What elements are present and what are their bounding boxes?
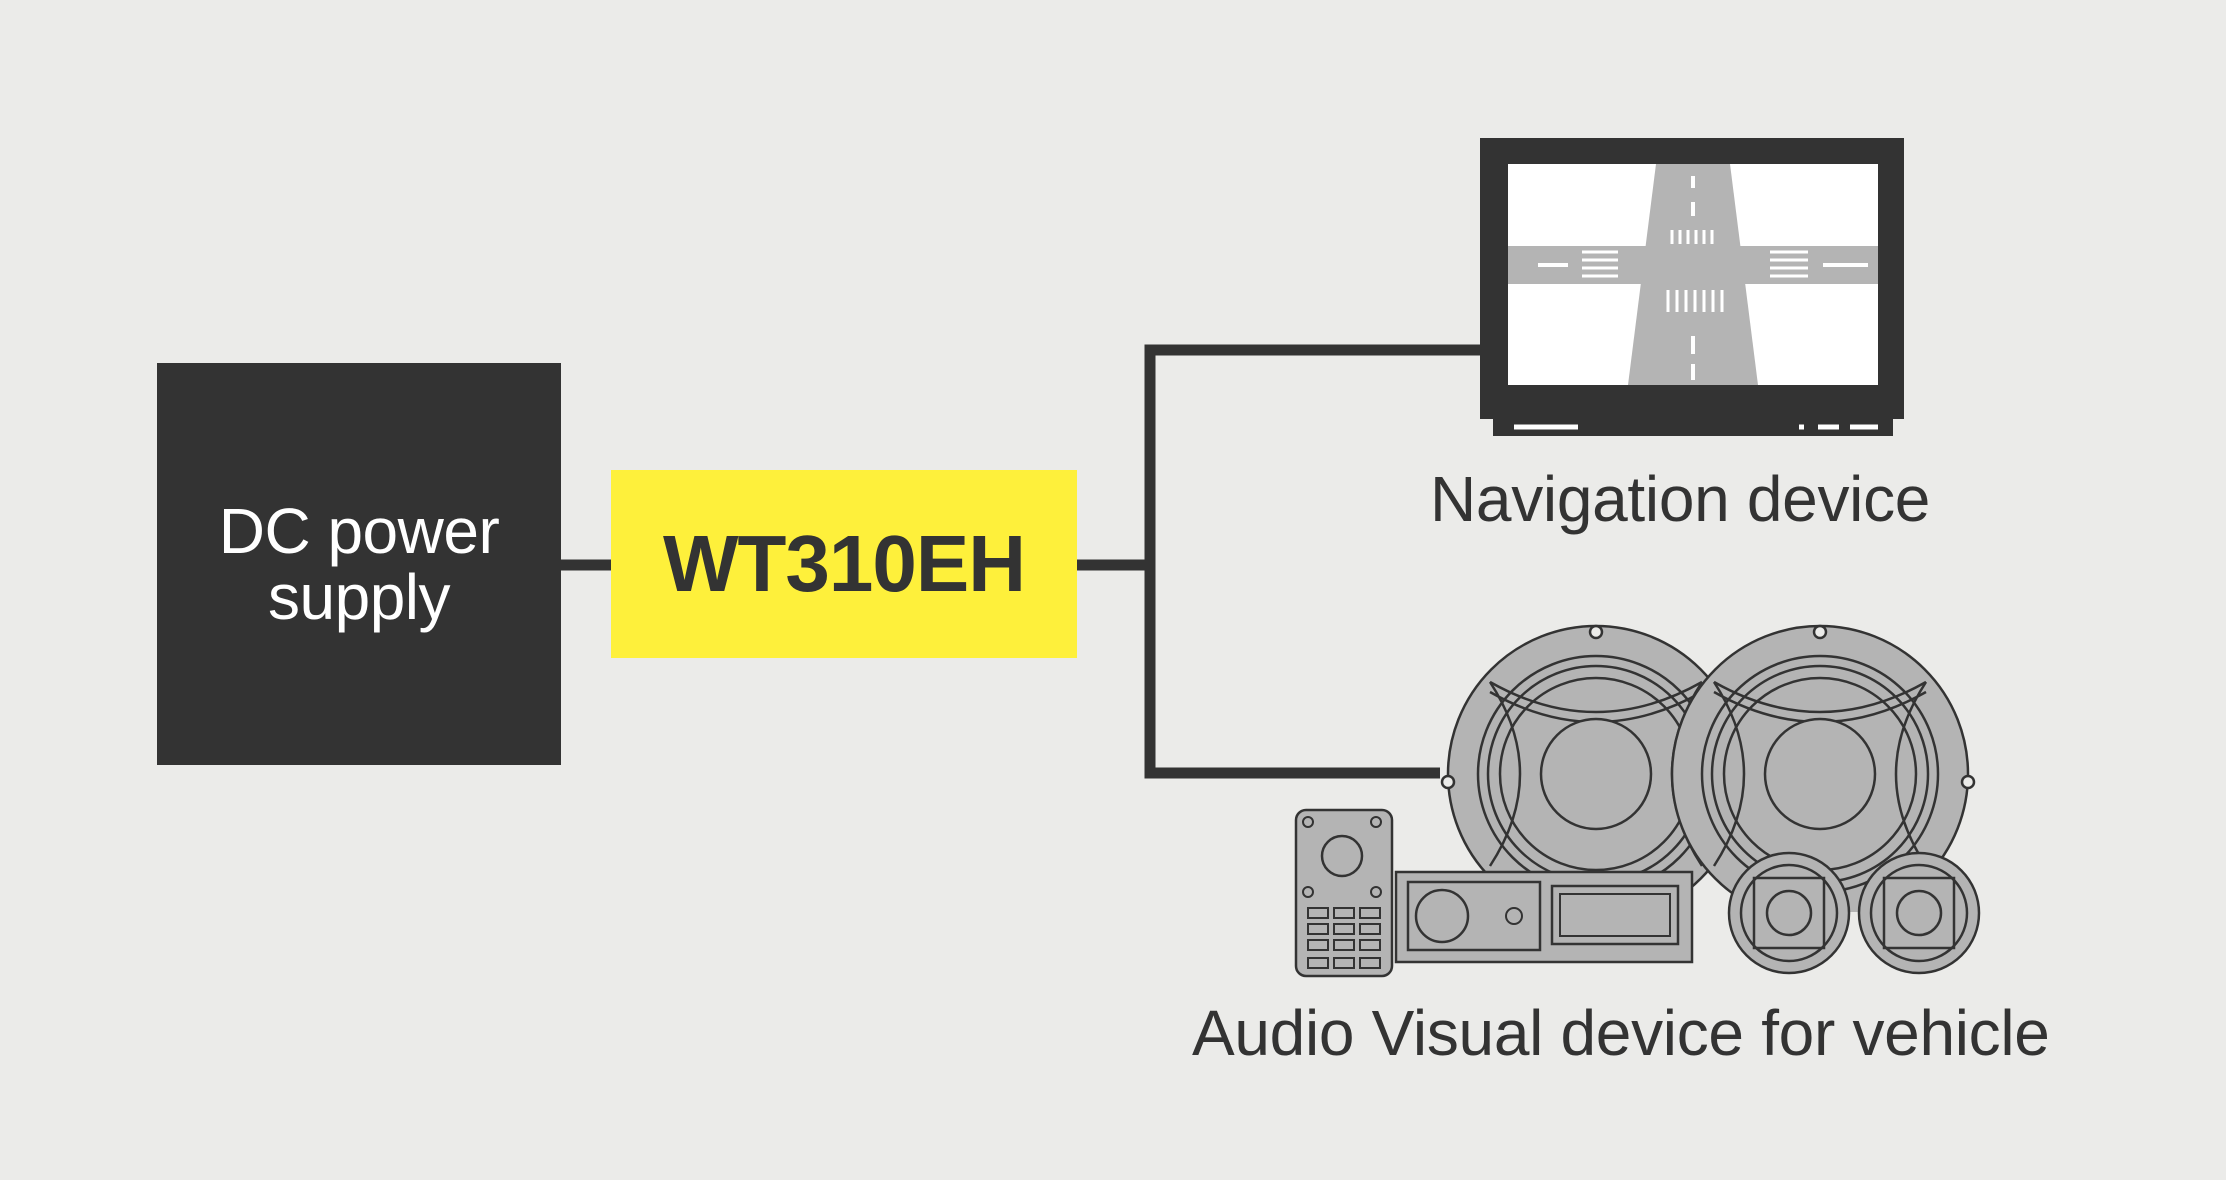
- meter-label: WT310EH: [663, 519, 1026, 608]
- speaker-icon: [1440, 624, 1976, 912]
- wire-junction-branches: [1144, 344, 1490, 779]
- navigation-monitor-icon: [1480, 138, 1904, 436]
- power-supply-label-line2: supply: [268, 561, 450, 633]
- car-stereo-icon: [1394, 870, 1694, 964]
- wt310eh-block: WT310EH: [611, 470, 1077, 658]
- audio-visual-device-label: Audio Visual device for vehicle: [1192, 997, 2050, 1069]
- power-supply-label-line1: DC power: [218, 495, 500, 567]
- tweeter-icon: [1727, 851, 1981, 975]
- navigation-device-label: Navigation device: [1430, 463, 1931, 535]
- dc-power-supply-block: DC power supply: [157, 363, 561, 765]
- remote-control-icon: [1294, 808, 1394, 978]
